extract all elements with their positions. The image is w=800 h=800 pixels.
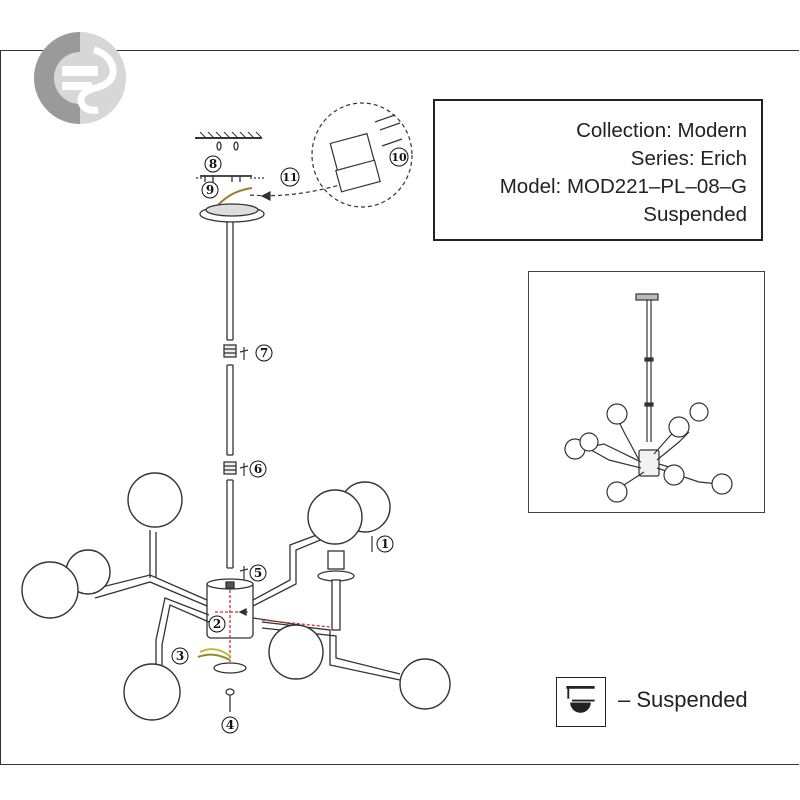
step-label-5: 5 [249, 564, 267, 582]
diagram-frame [0, 50, 799, 765]
es-logo [34, 32, 126, 124]
svg-text:1: 1 [381, 537, 389, 551]
svg-text:9: 9 [206, 183, 214, 197]
product-thumbnail [528, 271, 765, 513]
svg-text:6: 6 [254, 462, 262, 476]
collection-text: Collection: Modern [576, 119, 747, 142]
step-label-4: 4 [221, 716, 239, 734]
svg-text:5: 5 [254, 566, 262, 580]
svg-text:11: 11 [282, 171, 297, 184]
svg-text:8: 8 [209, 157, 217, 171]
step-label-2: 2 [208, 615, 226, 633]
step-label-7: 7 [255, 344, 273, 362]
svg-text:3: 3 [176, 649, 184, 663]
svg-text:2: 2 [213, 617, 221, 631]
step-label-1: 1 [376, 535, 394, 553]
suspended-mount-icon [556, 677, 606, 727]
step-label-3: 3 [171, 647, 189, 665]
type-text: Suspended [643, 203, 747, 226]
suspended-label: – Suspended [618, 687, 748, 712]
step-label-9: 9 [201, 181, 219, 199]
product-info-box: Collection: Modern Series: Erich Model: … [433, 99, 763, 241]
step-label-6: 6 [249, 460, 267, 478]
svg-text:7: 7 [260, 346, 268, 360]
chandelier-preview-image [564, 293, 733, 503]
svg-text:4: 4 [226, 718, 234, 732]
series-text: Series: Erich [630, 147, 747, 170]
step-label-8: 8 [204, 155, 222, 173]
step-label-10: 10 [389, 147, 409, 167]
svg-text:10: 10 [391, 151, 407, 164]
model-text: Model: MOD221–PL–08–G [499, 175, 747, 198]
step-label-11: 11 [280, 167, 300, 187]
